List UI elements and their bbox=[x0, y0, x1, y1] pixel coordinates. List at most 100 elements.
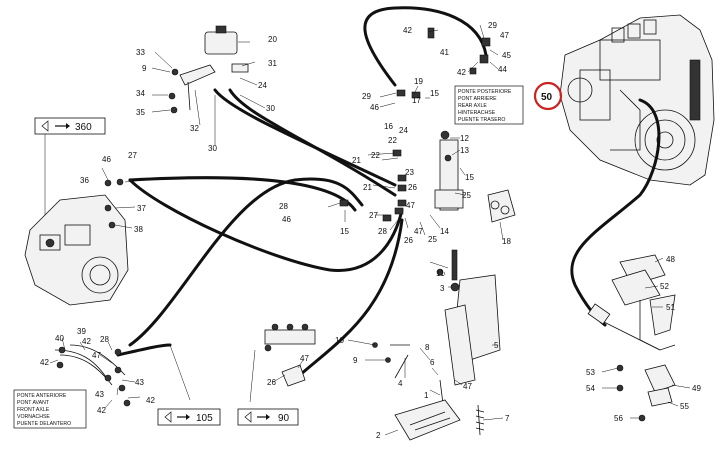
part-label: 46 bbox=[370, 103, 379, 112]
part-label: 30 bbox=[266, 104, 275, 113]
part-number-labels: 20 31 24 30 33 9 34 35 32 30 42 41 29 47… bbox=[40, 21, 701, 440]
right-pedal-group bbox=[587, 254, 676, 422]
part-label: 51 bbox=[666, 303, 675, 312]
ref-box-105[interactable]: 105 bbox=[157, 408, 221, 426]
part-label: 56 bbox=[614, 414, 623, 423]
part-label: 22 bbox=[388, 136, 397, 145]
part-label: 34 bbox=[136, 89, 145, 98]
part-label: 21 bbox=[352, 156, 361, 165]
part-label: 21 bbox=[363, 183, 372, 192]
leader-lines bbox=[44, 24, 691, 436]
front-axle-box: PONTE ANTERIORE PONT AVANT FRONT AXLE VO… bbox=[13, 389, 87, 429]
part-label: 32 bbox=[190, 124, 199, 133]
part-label: 12 bbox=[460, 134, 469, 143]
part-50-callout: 50 bbox=[533, 81, 563, 111]
part-label: 33 bbox=[136, 48, 145, 57]
label-50: 50 bbox=[541, 92, 553, 103]
part-label: 42 bbox=[97, 406, 106, 415]
part-label: 46 bbox=[102, 155, 111, 164]
part-label: 55 bbox=[680, 402, 689, 411]
part-label: 47 bbox=[300, 354, 309, 363]
rear-axle-line-4: HINTERACHSE bbox=[458, 110, 496, 116]
part-label: 15 bbox=[430, 89, 439, 98]
part-label: 31 bbox=[268, 59, 277, 68]
part-label: 16 bbox=[384, 122, 393, 131]
part-label: 6 bbox=[430, 358, 435, 367]
master-cylinder-assembly bbox=[339, 89, 516, 223]
part-label: 47 bbox=[463, 382, 472, 391]
ref-label-90: 90 bbox=[278, 413, 290, 424]
front-axle-line-1: PONTE ANTERIORE bbox=[17, 393, 67, 399]
rear-axle-line-2: PONT ARRIERE bbox=[458, 96, 497, 102]
part-label: 26 bbox=[267, 378, 276, 387]
part-label: 17 bbox=[412, 96, 421, 105]
engine-assembly bbox=[559, 14, 715, 186]
part-label: 4 bbox=[398, 379, 403, 388]
part-label: 13 bbox=[460, 146, 469, 155]
part-label: 20 bbox=[268, 35, 277, 44]
part-label: 42 bbox=[40, 358, 49, 367]
ref-box-360[interactable]: 360 bbox=[34, 117, 106, 135]
part-label: 48 bbox=[666, 255, 675, 264]
part-label: 25 bbox=[462, 191, 471, 200]
part-label: 26 bbox=[408, 183, 417, 192]
part-label: 8 bbox=[425, 343, 430, 352]
misc-fittings bbox=[56, 178, 444, 407]
reservoir-assembly bbox=[168, 25, 249, 114]
rear-axle-line-3: REAR AXLE bbox=[458, 103, 487, 109]
front-axle-lines bbox=[54, 344, 126, 386]
part-label: 47 bbox=[414, 227, 423, 236]
part-label: 27 bbox=[128, 151, 137, 160]
part-label: 47 bbox=[406, 201, 415, 210]
part-label: 40 bbox=[55, 334, 64, 343]
part-label: 30 bbox=[208, 144, 217, 153]
part-label: 29 bbox=[362, 92, 371, 101]
distribution-block bbox=[264, 323, 316, 387]
part-label: 38 bbox=[134, 225, 143, 234]
part-label: 24 bbox=[258, 81, 267, 90]
part-label: 9 bbox=[353, 356, 358, 365]
part-label: 14 bbox=[440, 227, 449, 236]
part-label: 42 bbox=[403, 26, 412, 35]
part-label: 53 bbox=[586, 368, 595, 377]
rear-axle-box: PONTE POSTERIORE PONT ARRIERE REAR AXLE … bbox=[454, 85, 524, 125]
part-label: 10 bbox=[335, 336, 344, 345]
part-label: 35 bbox=[136, 108, 145, 117]
part-label: 9 bbox=[142, 64, 147, 73]
part-label: 25 bbox=[428, 235, 437, 244]
part-label: 28 bbox=[279, 202, 288, 211]
part-label: 27 bbox=[369, 211, 378, 220]
part-label: 26 bbox=[404, 236, 413, 245]
ref-label-360: 360 bbox=[75, 122, 92, 133]
part-label: 5 bbox=[494, 341, 499, 350]
part-label: 1 bbox=[424, 391, 429, 400]
part-label: 3 bbox=[440, 284, 445, 293]
part-label: 37 bbox=[137, 204, 146, 213]
part-label: 42 bbox=[146, 396, 155, 405]
part-label: 46 bbox=[282, 215, 291, 224]
part-label: 52 bbox=[660, 282, 669, 291]
part-label: 41 bbox=[440, 48, 449, 57]
part-label: 39 bbox=[77, 327, 86, 336]
part-label: 29 bbox=[488, 21, 497, 30]
hydraulic-hoses bbox=[116, 6, 661, 377]
pedal-assembly bbox=[390, 249, 501, 441]
ref-box-90[interactable]: 90 bbox=[237, 408, 299, 426]
part-label: 15 bbox=[340, 227, 349, 236]
part-label: 47 bbox=[92, 351, 101, 360]
top-right-fittings bbox=[427, 27, 491, 75]
part-label: 11 bbox=[436, 269, 445, 278]
part-label: 49 bbox=[692, 384, 701, 393]
part-label: 43 bbox=[135, 378, 144, 387]
part-label: 7 bbox=[505, 414, 510, 423]
part-label: 23 bbox=[405, 168, 414, 177]
part-label: 28 bbox=[100, 335, 109, 344]
rear-axle-line-1: PONTE POSTERIORE bbox=[458, 89, 512, 95]
front-axle-assembly bbox=[24, 194, 129, 306]
part-label: 24 bbox=[399, 126, 408, 135]
front-axle-line-4: VORNACHSE bbox=[17, 414, 50, 420]
part-label: 28 bbox=[378, 227, 387, 236]
part-label: 42 bbox=[82, 337, 91, 346]
part-label: 42 bbox=[457, 68, 466, 77]
